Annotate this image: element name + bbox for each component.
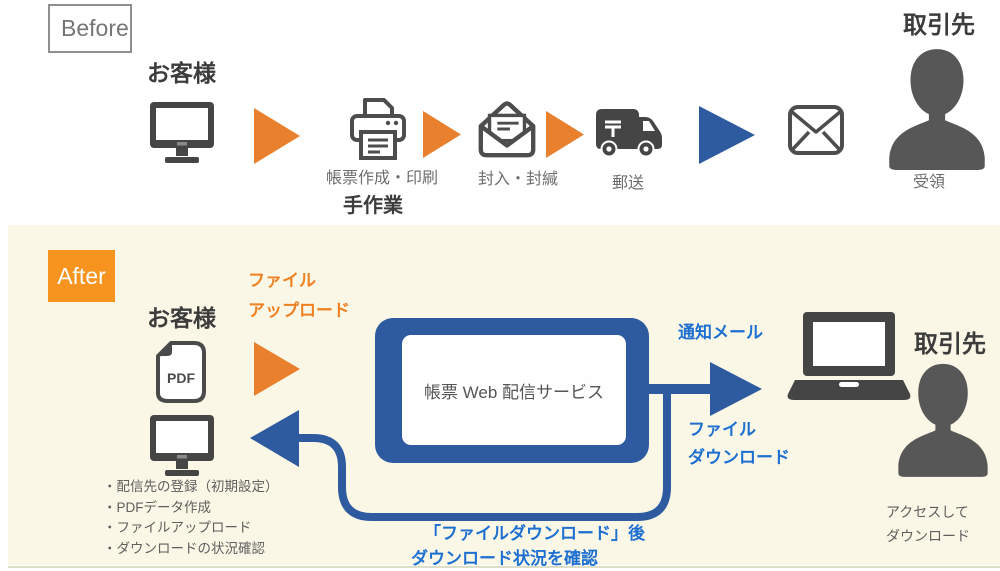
- arrow-right-icon: [546, 111, 584, 158]
- loop-caption-line1: 「ファイルダウンロード」後: [424, 524, 645, 543]
- monitor-icon: [150, 415, 214, 476]
- printer-icon: [350, 98, 406, 160]
- before-label: Before: [61, 15, 129, 41]
- task-item: ・配信先の登録（初期設定）: [103, 479, 279, 494]
- before-step1-label: 帳票作成・印刷: [326, 170, 439, 187]
- arrow-right-icon: [254, 108, 300, 164]
- after-label-box: After: [48, 250, 115, 302]
- access-download-label: アクセスして ダウンロード: [886, 504, 970, 544]
- arrow-right-icon: [254, 342, 300, 396]
- task-item: ・ダウンロードの状況確認: [103, 540, 265, 556]
- bottom-divider: [8, 566, 1000, 568]
- arrow-right-icon: [423, 111, 461, 158]
- person-icon: [898, 363, 988, 477]
- before-receipt-label: 受領: [913, 174, 946, 191]
- envelope-closed-icon: [788, 105, 844, 155]
- before-manual-work-label: 手作業: [343, 195, 403, 217]
- before-step2-label: 封入・封緘: [478, 171, 559, 188]
- mail-truck-icon: [596, 109, 662, 158]
- customer-task-list: ・配信先の登録（初期設定） ・PDFデータ作成 ・ファイルアップロード ・ダウン…: [103, 477, 279, 559]
- before-customer-label: お客様: [147, 60, 216, 86]
- after-partner-label: 取引先: [914, 331, 986, 358]
- task-item: ・ファイルアップロード: [103, 520, 252, 535]
- person-icon: [889, 49, 985, 170]
- before-label-box: Before: [48, 4, 132, 53]
- before-step3-label: 郵送: [612, 175, 645, 192]
- pdf-file-icon: PDF: [156, 341, 206, 403]
- file-upload-label: ファイル アップロード: [248, 271, 350, 320]
- task-item: ・PDFデータ作成: [103, 499, 211, 515]
- service-name: 帳票 Web 配信サービス: [402, 335, 626, 445]
- service-box: 帳票 Web 配信サービス: [375, 318, 649, 463]
- arrow-right-icon: [699, 106, 755, 164]
- file-download-label: ファイル ダウンロード: [688, 420, 790, 467]
- loop-caption-line2: ダウンロード状況を確認: [411, 549, 598, 568]
- laptop-icon: [787, 312, 911, 400]
- pdf-text: PDF: [167, 370, 195, 386]
- after-label: After: [57, 262, 106, 289]
- after-customer-label: お客様: [147, 305, 216, 331]
- before-partner-label: 取引先: [903, 12, 975, 39]
- monitor-icon: [150, 102, 214, 163]
- notify-mail-label: 通知メール: [678, 323, 763, 342]
- envelope-open-icon: [478, 101, 536, 158]
